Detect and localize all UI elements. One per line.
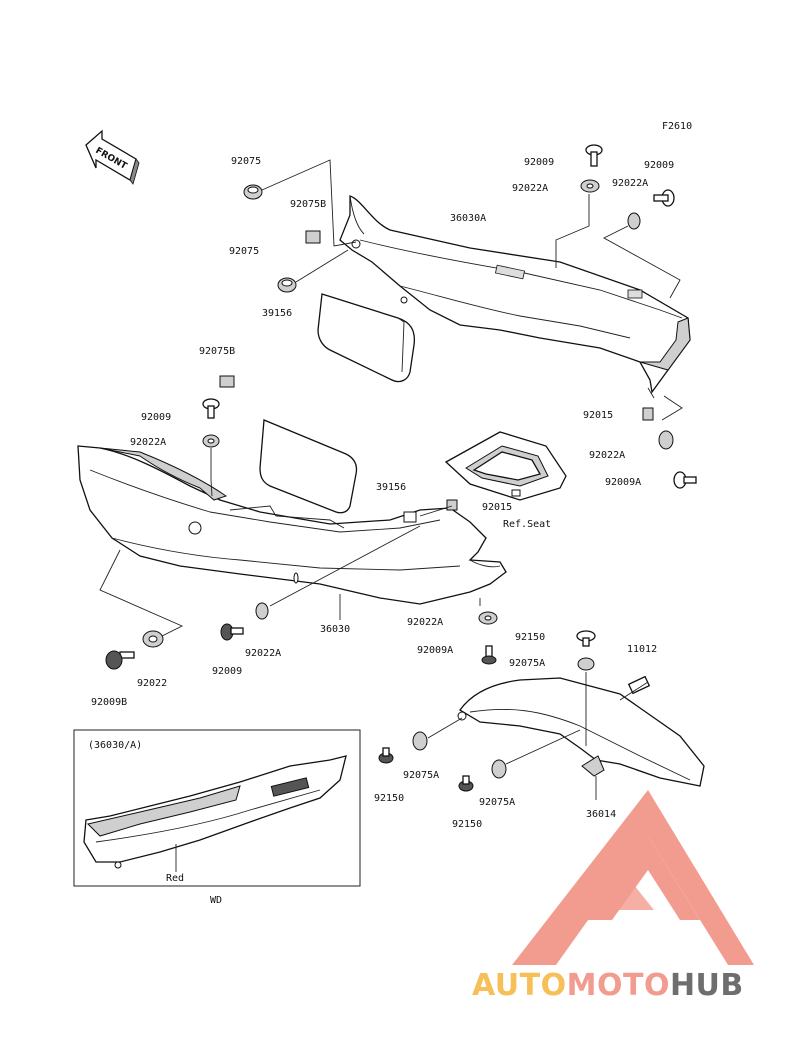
label-92075b-a: 92075B bbox=[290, 199, 326, 210]
label-92075-a: 92075 bbox=[231, 156, 261, 167]
clip-92075b-top bbox=[305, 230, 321, 244]
label-92009-b: 92009 bbox=[644, 160, 674, 171]
inset-vent bbox=[270, 777, 310, 797]
seat-bracket-ref bbox=[444, 431, 567, 501]
grommet-92075a-a bbox=[577, 657, 595, 671]
grommet-92075a-c bbox=[491, 759, 507, 779]
inset-color-label: Red bbox=[166, 873, 184, 884]
label-92022a-c: 92022A bbox=[130, 437, 166, 448]
label-92009b: 92009B bbox=[91, 697, 127, 708]
inset-caption: WD bbox=[210, 895, 222, 906]
bolt-92009-top bbox=[585, 144, 603, 167]
washer-92022a-top bbox=[580, 179, 600, 193]
bolt-92009a-lower bbox=[481, 645, 497, 665]
label-11012: 11012 bbox=[627, 644, 657, 655]
label-92075-b: 92075 bbox=[229, 246, 259, 257]
svg-text:AUTOMOTOHUB: AUTOMOTOHUB bbox=[472, 968, 744, 1003]
part-labels: 92075 92075B 92075 39156 36030A 92009 92… bbox=[88, 156, 674, 906]
side-cover-36030a bbox=[339, 195, 691, 394]
label-92009a-a: 92009A bbox=[605, 477, 641, 488]
label-92009a-b: 92009A bbox=[417, 645, 453, 656]
washer-92022a-right bbox=[627, 212, 641, 230]
label-92075a-c: 92075A bbox=[479, 797, 515, 808]
label-92150-a: 92150 bbox=[515, 632, 545, 643]
watermark-hub: HUB bbox=[670, 968, 744, 1003]
label-92009-a: 92009 bbox=[524, 157, 554, 168]
bolt-92009b-left bbox=[105, 650, 135, 670]
washer-92022a-right-mid bbox=[658, 430, 674, 450]
label-92009-d: 92009 bbox=[212, 666, 242, 677]
label-92150-c: 92150 bbox=[452, 819, 482, 830]
leader-lines-mid bbox=[99, 448, 481, 637]
watermark-logo: AUTOMOTOHUB bbox=[472, 790, 754, 1003]
pad-39156-top bbox=[317, 293, 416, 383]
label-92015-b: 92015 bbox=[482, 502, 512, 513]
label-92022a-d: 92022A bbox=[589, 450, 625, 461]
screw-92150-c bbox=[458, 775, 474, 792]
grommet-92075-top bbox=[243, 184, 263, 200]
bolt-92009-lower bbox=[220, 623, 244, 641]
label-92022a-a: 92022A bbox=[512, 183, 548, 194]
screw-92150-b bbox=[378, 747, 394, 764]
label-92022a-e: 92022A bbox=[407, 617, 443, 628]
label-92022: 92022 bbox=[137, 678, 167, 689]
watermark-auto: AUTO bbox=[472, 968, 567, 1003]
bolt-92009-mid bbox=[202, 398, 220, 419]
cover-36014 bbox=[457, 677, 705, 787]
inset-title: (36030/A) bbox=[88, 740, 142, 751]
label-36030: 36030 bbox=[320, 624, 350, 635]
front-arrow-icon: FRONT bbox=[85, 129, 140, 185]
clip-92015-mid bbox=[446, 499, 458, 511]
pin-11012 bbox=[627, 675, 651, 695]
triangle-logo-icon bbox=[512, 790, 754, 965]
washer-92022a-lower bbox=[478, 611, 498, 625]
grommet-92075-mid bbox=[277, 277, 297, 293]
label-92150-b: 92150 bbox=[374, 793, 404, 804]
bolt-92009a-right bbox=[673, 471, 697, 489]
washer-92022a-mid bbox=[202, 434, 220, 448]
figure-code: F2610 bbox=[662, 121, 692, 132]
label-92075a-a: 92075A bbox=[509, 658, 545, 669]
bolt-92009-right bbox=[653, 189, 675, 207]
label-ref-seat: Ref.Seat bbox=[503, 519, 551, 530]
leader-lines-top bbox=[261, 159, 683, 421]
label-39156-a: 39156 bbox=[262, 308, 292, 319]
screw-92150-a bbox=[576, 630, 596, 647]
washer-92022-left bbox=[142, 630, 164, 648]
label-36030a: 36030A bbox=[450, 213, 486, 224]
grommet-92075a-b bbox=[412, 731, 428, 751]
label-92015-a: 92015 bbox=[583, 410, 613, 421]
side-cover-36030 bbox=[77, 445, 507, 605]
label-36014: 36014 bbox=[586, 809, 616, 820]
inset-box bbox=[73, 729, 361, 887]
washer-92022a-lower-left bbox=[255, 602, 269, 620]
clip-92015-right bbox=[642, 407, 654, 421]
clip-92075b-mid bbox=[219, 375, 235, 388]
pad-39156-mid bbox=[259, 419, 358, 514]
label-92022a-f: 92022A bbox=[245, 648, 281, 659]
label-92009-c: 92009 bbox=[141, 412, 171, 423]
label-39156-b: 39156 bbox=[376, 482, 406, 493]
watermark-moto: MOTO bbox=[567, 968, 670, 1003]
label-92022a-b: 92022A bbox=[612, 178, 648, 189]
leader-lines-lower bbox=[427, 672, 649, 800]
label-92075b-b: 92075B bbox=[199, 346, 235, 357]
label-92075a-b: 92075A bbox=[403, 770, 439, 781]
